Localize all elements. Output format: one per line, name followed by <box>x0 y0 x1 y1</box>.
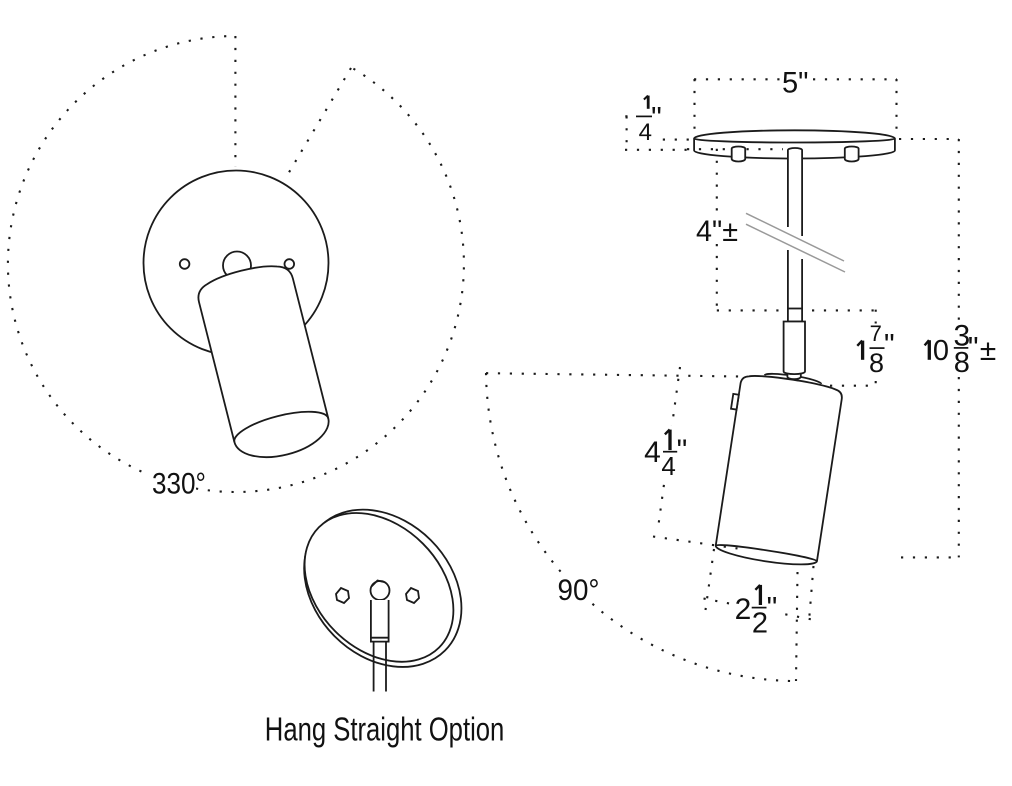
svg-text:4: 4 <box>639 119 652 146</box>
svg-text:Hang Straight Option: Hang Straight Option <box>265 710 505 747</box>
svg-text:90°: 90° <box>558 574 600 607</box>
svg-text:330°: 330° <box>152 468 206 501</box>
svg-text:8: 8 <box>954 347 970 379</box>
svg-text:": " <box>884 329 895 362</box>
svg-text:0: 0 <box>933 335 949 367</box>
svg-text:": " <box>767 591 778 624</box>
svg-text:4"±: 4"± <box>696 215 738 248</box>
svg-text:3: 3 <box>953 320 970 353</box>
svg-text:2: 2 <box>735 593 752 626</box>
svg-text:5": 5" <box>782 66 809 99</box>
svg-text:": " <box>968 331 979 364</box>
svg-text:2: 2 <box>752 607 768 639</box>
svg-text:4: 4 <box>644 436 661 469</box>
svg-text:4: 4 <box>661 451 675 481</box>
svg-text:8: 8 <box>869 348 884 378</box>
svg-text:": " <box>677 434 688 467</box>
svg-text:±: ± <box>980 334 996 367</box>
svg-text:7: 7 <box>870 321 882 346</box>
svg-text:": " <box>651 101 662 134</box>
